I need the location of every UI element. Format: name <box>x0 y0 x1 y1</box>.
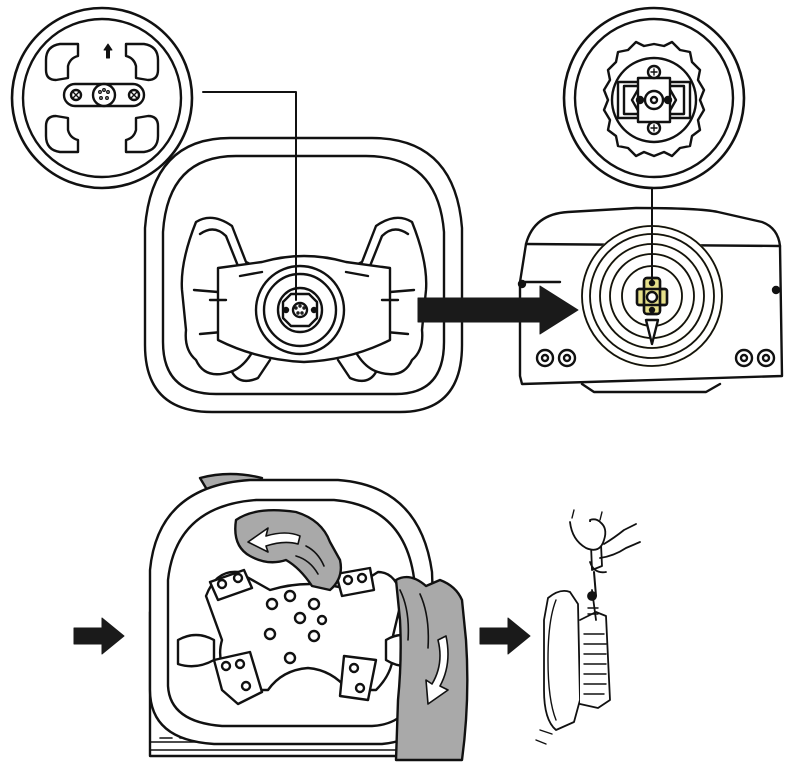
quick-release-zoom <box>10 6 194 190</box>
mounted-wheel <box>148 472 469 762</box>
top-wheel <box>143 91 464 414</box>
base-shaft-zoom <box>562 6 746 190</box>
arrow-right-icon <box>417 285 579 335</box>
quick-release-arrow-icon <box>103 43 113 59</box>
wheel-base <box>517 181 784 394</box>
rotate-arrow-icon <box>247 527 301 553</box>
screw-detail <box>535 509 641 745</box>
